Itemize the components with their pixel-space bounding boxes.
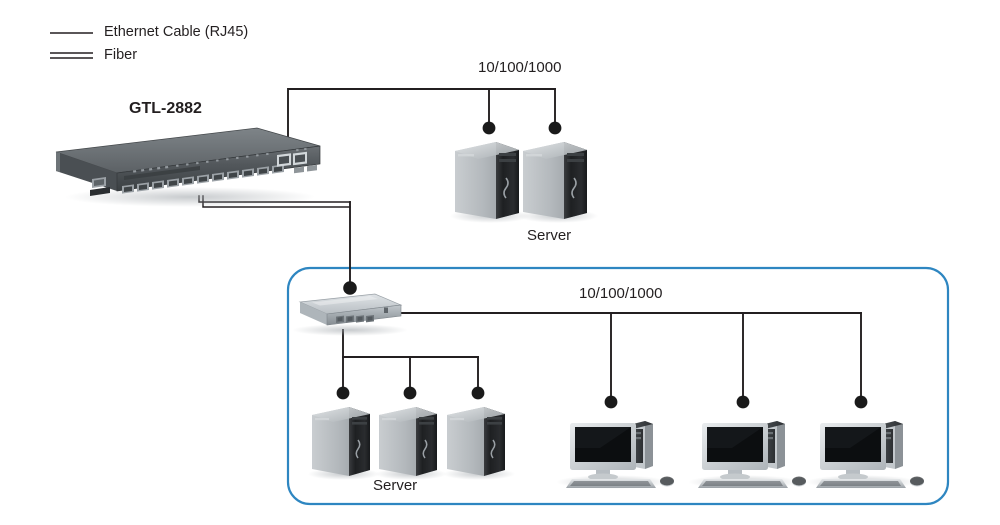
device-workstation-3[interactable]: [806, 421, 924, 489]
link-speed-top: 10/100/1000: [478, 59, 562, 76]
connector-dot-workstation-1: [604, 395, 618, 409]
connector-dot-workstation-2: [736, 395, 750, 409]
connector-dot-workstation-3: [854, 395, 868, 409]
core-switch-port-bank: [122, 164, 284, 194]
connector-dot-bottom-server-3: [471, 386, 485, 400]
device-edge-switch[interactable]: [292, 293, 408, 336]
device-bottom-server-2[interactable]: [375, 407, 447, 480]
connector-dot-edge-switch: [343, 281, 357, 295]
connector-dot-bottom-server-2: [403, 386, 417, 400]
legend-label-fiber: Fiber: [104, 47, 138, 63]
device-top-server-2[interactable]: [518, 142, 598, 223]
device-core-switch[interactable]: [55, 127, 321, 207]
device-workstation-2[interactable]: [688, 421, 806, 489]
bottom-servers-role-label: Server: [373, 477, 418, 494]
core-switch-uplink-ports: [277, 151, 307, 167]
core-switch-console-port: [90, 177, 110, 196]
connector-dot-top-server-2: [548, 121, 562, 135]
device-bottom-server-3[interactable]: [443, 407, 515, 480]
edge-switch-port-row: [336, 315, 374, 323]
core-switch-sfp-cages: [294, 164, 317, 174]
legend-fiber-sample: [50, 52, 93, 59]
legend-label-ethernet: Ethernet Cable (RJ45): [104, 24, 249, 40]
cable-edge-to-bottom-servers: [342, 329, 479, 388]
connector-dot-bottom-server-1: [336, 386, 350, 400]
cable-edge-to-workstations: [396, 312, 862, 397]
top-servers-role-label: Server: [527, 227, 572, 244]
core-switch-label: GTL-2882: [129, 100, 202, 117]
link-speed-lan: 10/100/1000: [579, 285, 663, 302]
core-switch-led-row: [132, 147, 307, 173]
device-top-server-1[interactable]: [450, 142, 530, 223]
device-bottom-server-1[interactable]: [308, 407, 380, 480]
lan-zone-box: [286, 266, 950, 506]
device-workstation-1[interactable]: [556, 421, 674, 489]
connector-dot-top-server-1: [482, 121, 496, 135]
